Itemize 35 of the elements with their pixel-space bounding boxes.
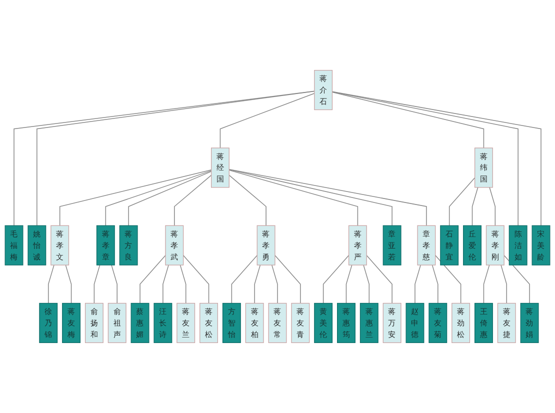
connector [220,93,315,148]
connector [332,92,484,148]
connector [128,171,212,226]
connector [322,255,350,304]
connector [65,264,72,304]
connector [228,170,358,226]
connector [363,264,370,304]
connector [140,255,166,304]
connector [182,255,210,304]
connector [448,177,476,226]
connector [231,255,258,304]
connector [94,264,100,304]
connector [472,187,478,226]
connector [228,168,427,226]
connector [162,264,169,304]
connector [483,264,490,304]
connector [105,170,212,226]
connector [180,264,186,304]
connector [254,264,261,304]
connector [500,264,508,304]
connector [504,255,530,304]
connector [271,264,278,304]
connector [432,264,438,304]
connector [48,264,54,304]
connector [434,255,462,304]
connector [111,264,118,304]
connector [274,255,301,304]
connector [366,255,392,304]
connector [346,264,352,304]
connector [174,174,212,226]
connector [414,264,421,304]
connector [59,169,212,226]
connector [489,187,496,226]
connector [228,174,266,226]
connector [228,169,392,226]
